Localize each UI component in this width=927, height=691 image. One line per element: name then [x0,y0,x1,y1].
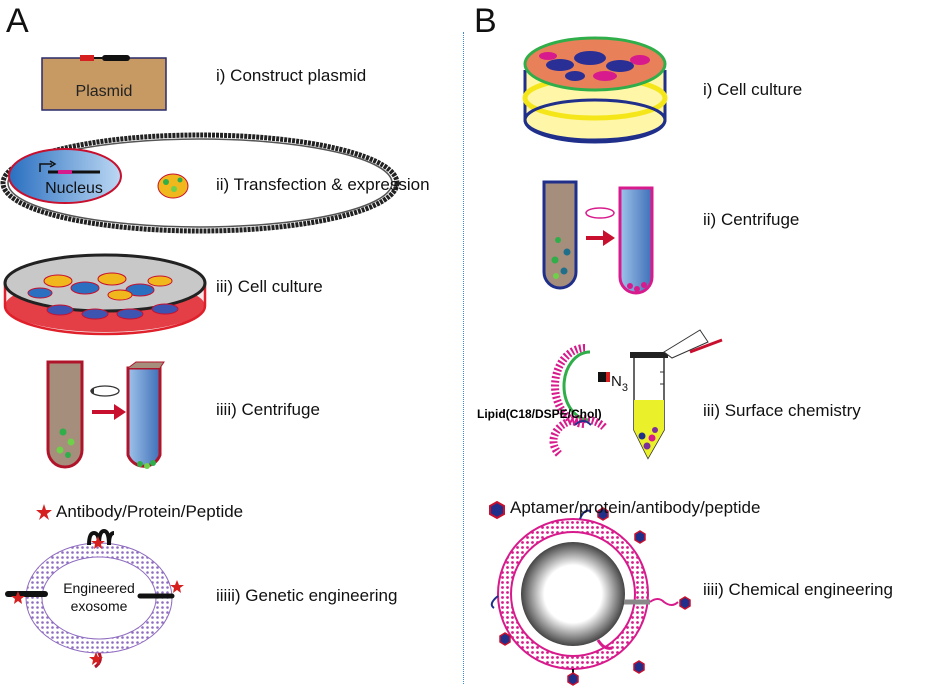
nucleus-label: Nucleus [45,180,103,197]
step-b-1: i) Cell culture [703,80,803,99]
hexagon-icon [489,500,505,520]
lipid-label: Lipid(C18/DSPE/Chol) [477,407,602,421]
star-icon [36,504,52,520]
panel-letter-b: B [474,2,497,40]
eppendorf-tube-icon [630,329,723,460]
step-a-4: iiii) Centrifuge [216,400,320,419]
step-b-3: iii) Surface chemistry [703,401,861,420]
step-a-1: i) Construct plasmid [216,66,367,85]
legend-b: Aptamer/protein/antibody/peptide [510,498,761,517]
panel-divider [463,32,464,684]
petri-dish-icon [3,253,207,336]
panel-letter-a: A [6,2,29,40]
cell-icon [0,132,400,234]
azide-label: N3 [611,373,628,394]
centrifuge-tube-icon [46,360,165,469]
step-a-3: iii) Cell culture [216,277,323,296]
exosome-icon [5,528,184,669]
step-a-5: iiiii) Genetic engineering [216,586,398,605]
centrifuge-tube-icon [542,180,654,295]
step-a-2: ii) Transfection & expression [216,175,430,194]
step-b-4: iiii) Chemical engineering [703,580,893,599]
plasmid-box-icon [41,55,167,111]
step-b-2: ii) Centrifuge [703,210,800,229]
surface-chemistry-icon [549,344,610,458]
legend-a: Antibody/Protein/Peptide [56,502,244,521]
petri-dish-icon [522,36,668,144]
exosome-label-line-2: exosome [71,598,128,614]
plasmid-label: Plasmid [76,83,133,100]
exosome-icon [490,507,691,686]
exosome-label-line-1: Engineered [63,580,135,596]
